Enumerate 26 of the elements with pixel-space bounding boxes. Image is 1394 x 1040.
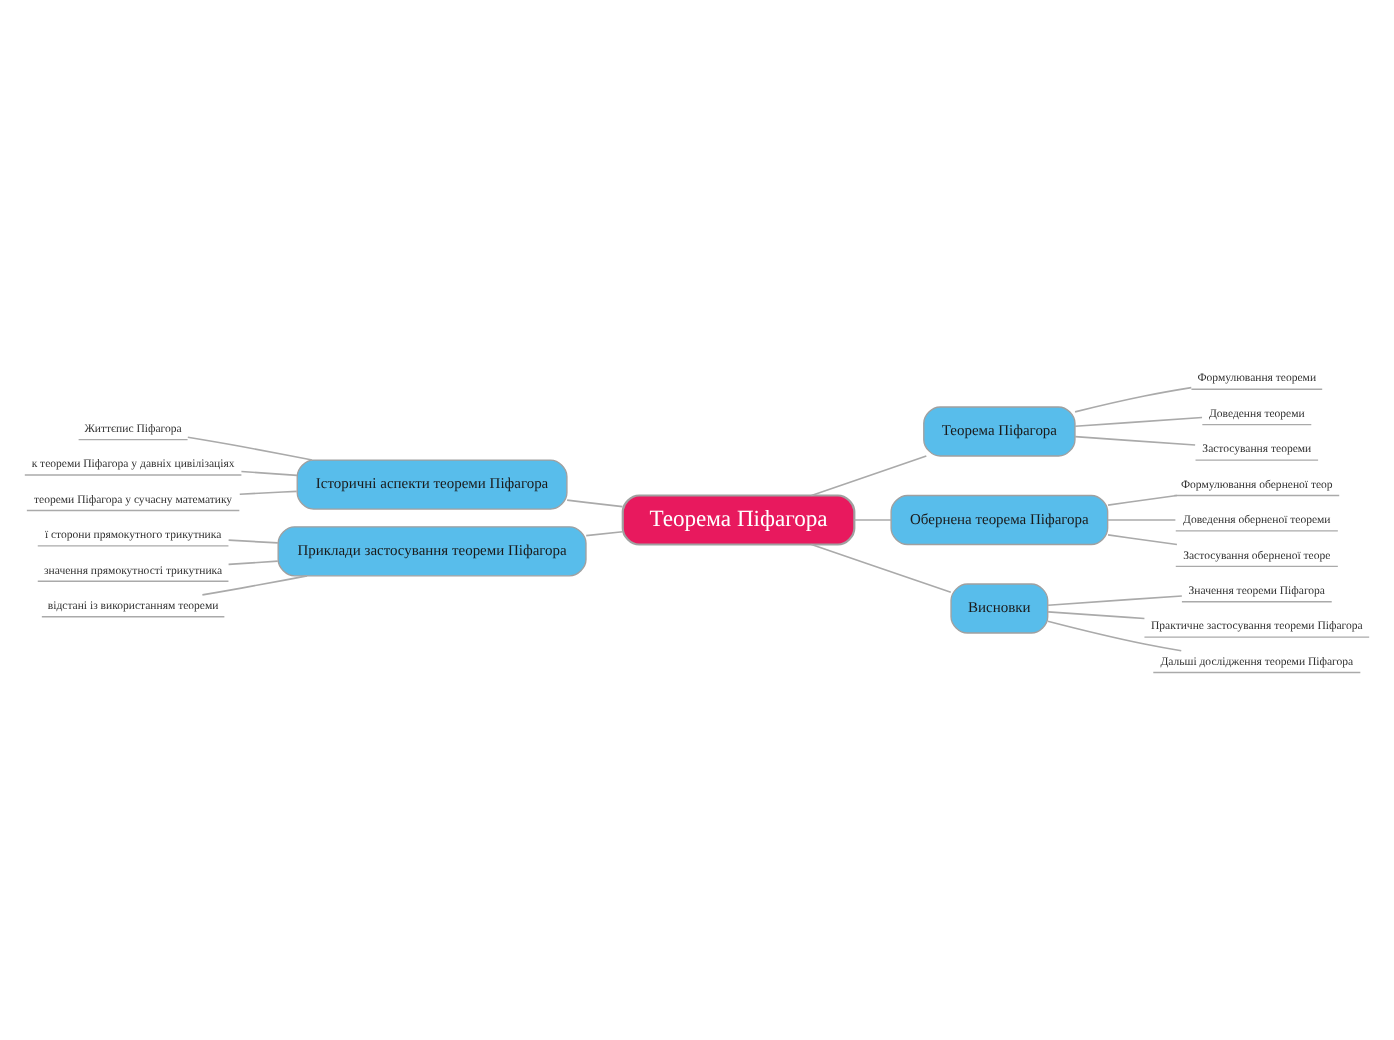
node-box: Висновки: [950, 583, 1049, 634]
connector: [240, 470, 298, 477]
connector: [1107, 519, 1177, 521]
connector: [1107, 494, 1178, 506]
connector: [585, 531, 624, 537]
connector: [1074, 416, 1203, 428]
node-box: Приклади застосування теореми Піфагора: [277, 526, 587, 577]
connector: [201, 575, 308, 596]
connector: [1074, 435, 1196, 446]
connector: [1047, 595, 1183, 607]
connector: [1046, 620, 1183, 652]
connector: [227, 560, 279, 566]
connector: [1047, 611, 1146, 620]
connector: [810, 455, 928, 497]
connector: [810, 543, 952, 594]
connector: [187, 436, 313, 461]
connector: [227, 539, 279, 544]
connector: [1107, 534, 1178, 546]
connector: [853, 519, 892, 521]
node-box: Історичні аспекти теореми Піфагора: [296, 459, 568, 510]
connector: [238, 490, 298, 496]
node-box: Теорема Піфагора: [621, 494, 856, 546]
node-box: Обернена теорема Піфагора: [890, 494, 1109, 546]
node-box: Теорема Піфагора: [923, 406, 1076, 457]
connector: [1074, 386, 1193, 413]
connector: [566, 499, 624, 508]
